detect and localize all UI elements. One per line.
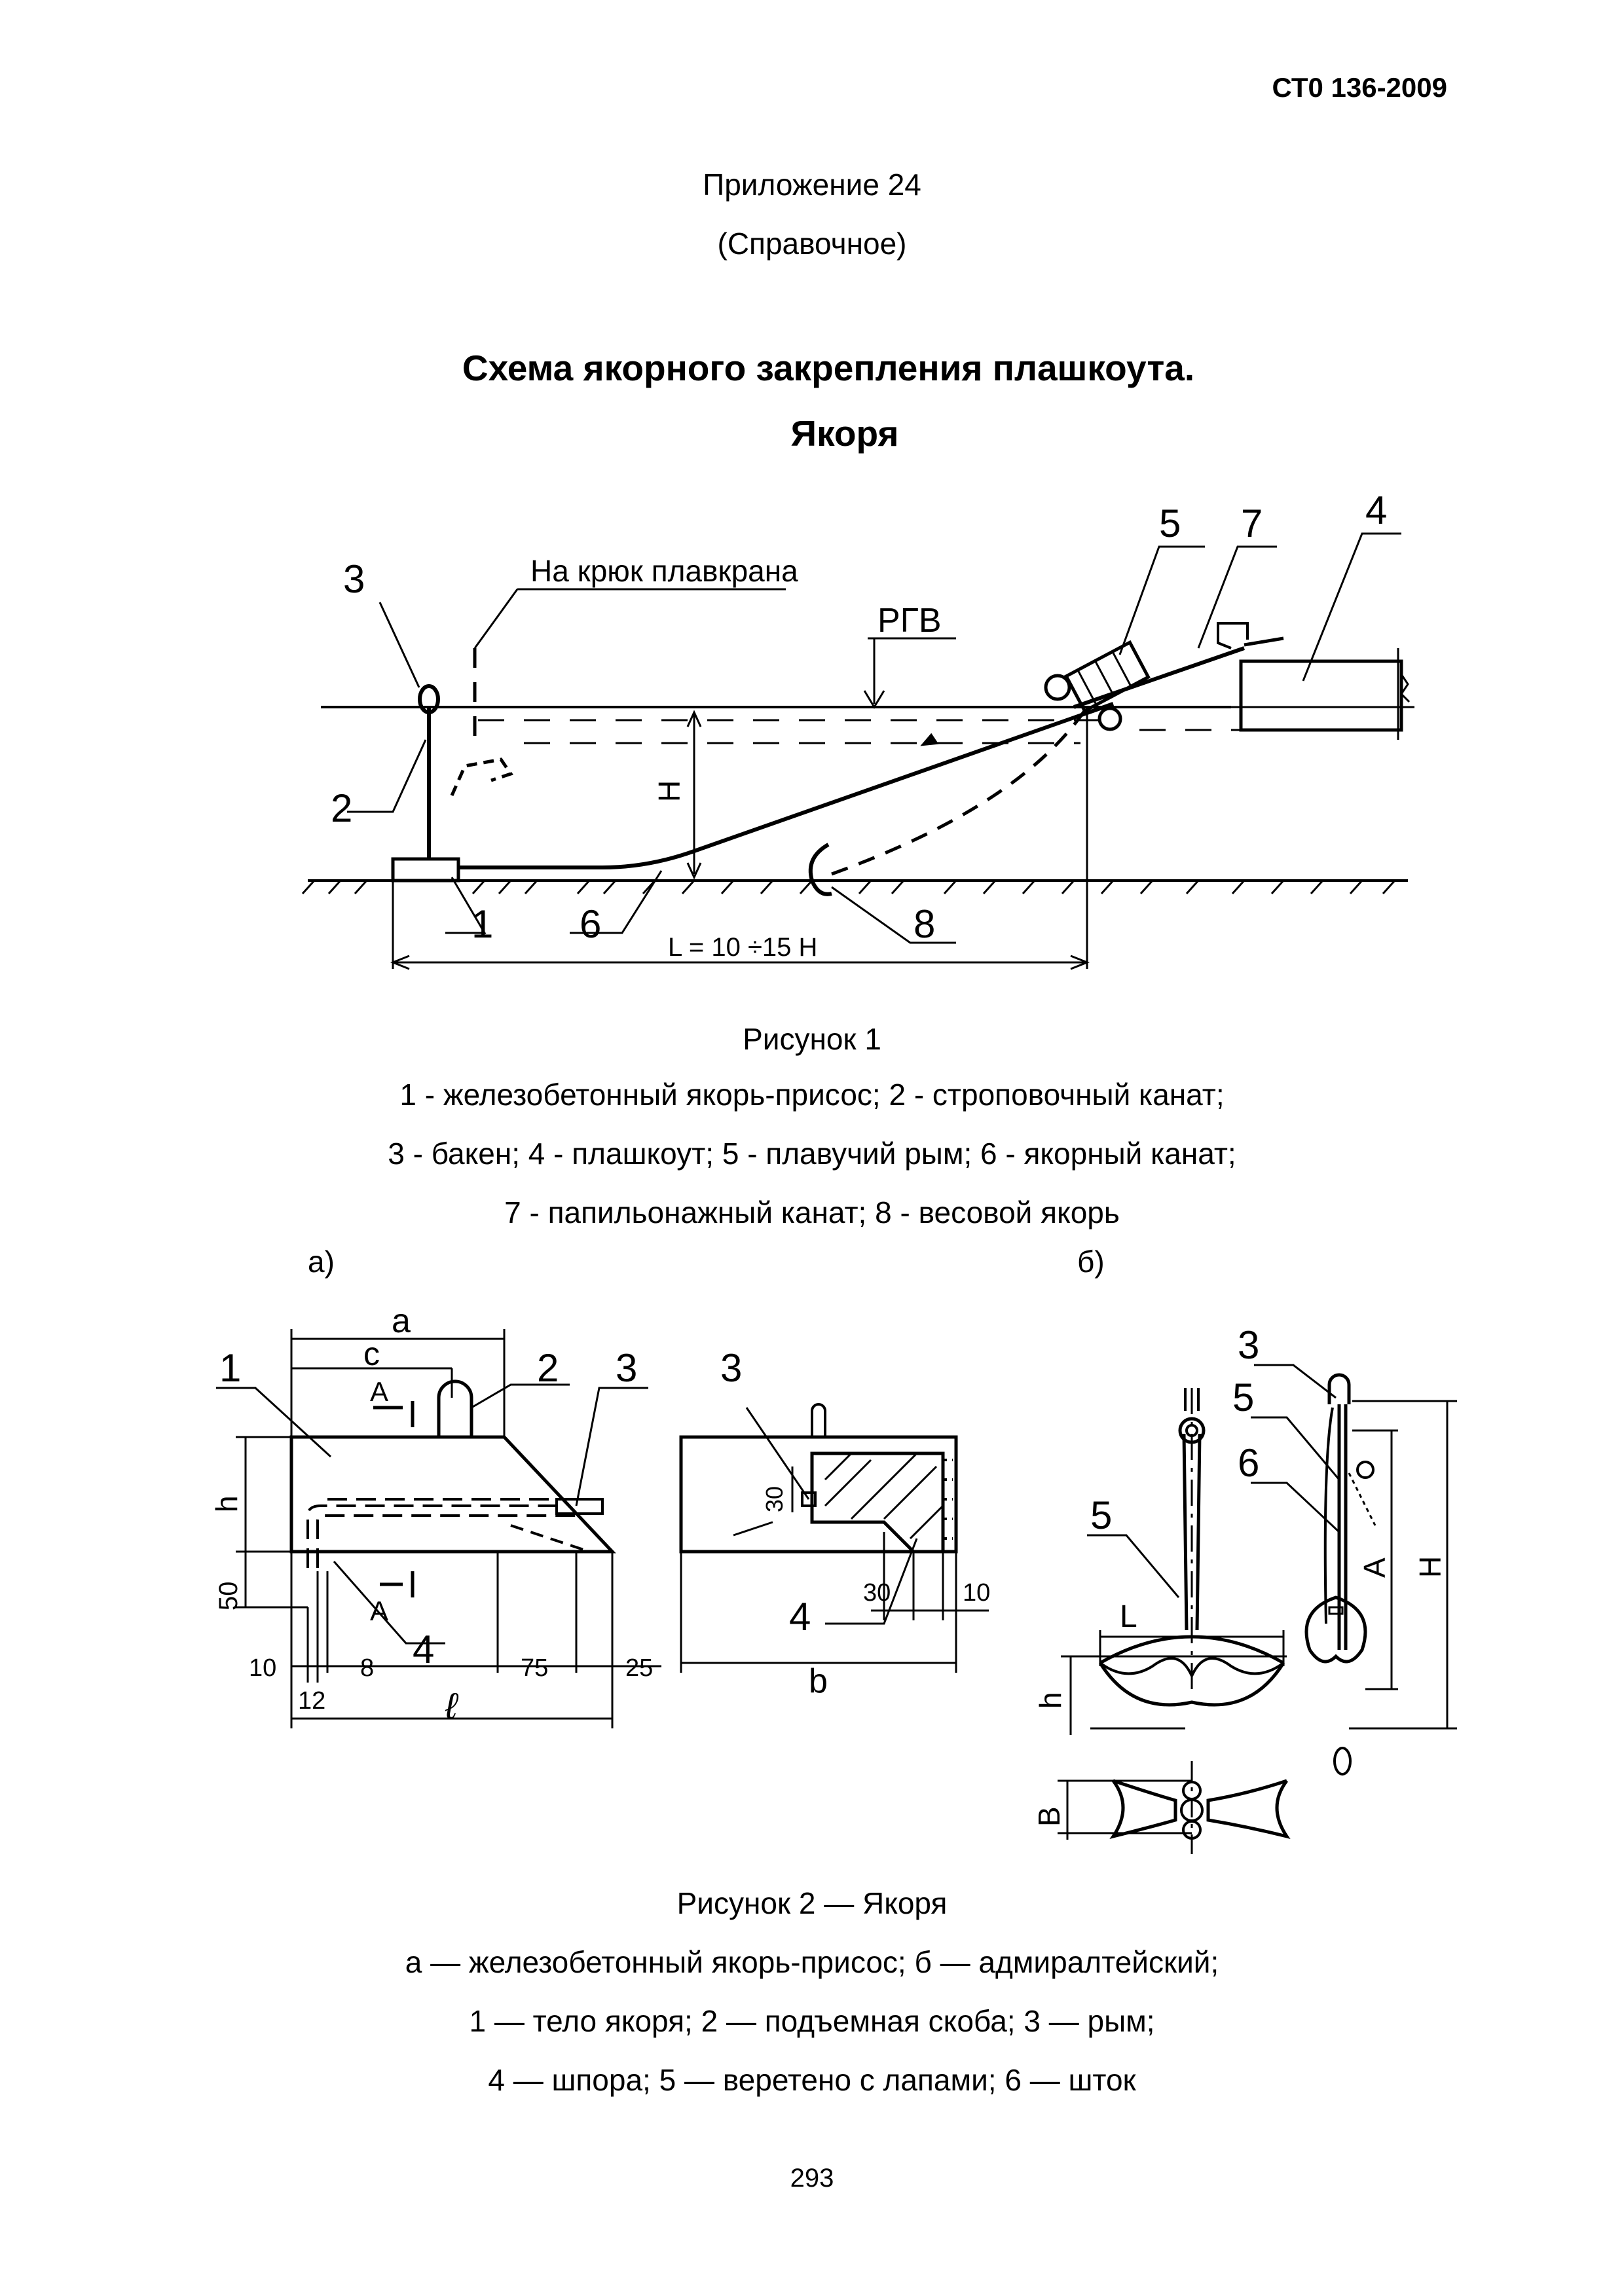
heading-line-2: Якоря	[790, 413, 899, 454]
fig2b-dim-A: A	[1357, 1558, 1392, 1578]
fig2b-dim-H: H	[1413, 1556, 1447, 1578]
fig2a-label-4: 4	[413, 1628, 434, 1671]
fig1-label-2: 2	[331, 786, 352, 830]
fig2a-dim-25: 25	[625, 1654, 653, 1682]
appendix-subtitle: (Справочное)	[717, 227, 907, 261]
fig2b-label-3: 3	[1238, 1323, 1259, 1367]
figure-1-anchor-scheme: 3 2 1 6 8 5 7 4 На крюк плавкрана РГВ Н …	[301, 488, 1414, 970]
appendix-title: Приложение 24	[703, 168, 921, 202]
figure-1-legend-line: 3 - бакен; 4 - плашкоут; 5 - плавучий ры…	[388, 1137, 1236, 1171]
fig1-label-4: 4	[1365, 488, 1387, 532]
fig2a-dim-l: ℓ	[445, 1685, 459, 1726]
fig2b-dim-h: h	[1033, 1692, 1067, 1709]
fig1-label-7: 7	[1241, 501, 1263, 545]
fig2a-section-dim-10: 10	[963, 1579, 990, 1607]
fig2a-section-label-4: 4	[789, 1595, 811, 1639]
fig2a-dim-c: c	[363, 1336, 380, 1372]
fig2b-label-5-front: 5	[1090, 1493, 1112, 1537]
fig1-hook-label: На крюк плавкрана	[530, 554, 798, 588]
fig2a-section-a-top: A	[370, 1376, 388, 1407]
fig2a-section-a-bottom: A	[370, 1595, 388, 1626]
figure-2-part-a-label: а)	[308, 1245, 335, 1279]
fig1-rgv-label: РГВ	[877, 602, 942, 640]
figure-1-legend-line: 1 - железобетонный якорь-присос; 2 - стр…	[399, 1078, 1225, 1112]
fig2a-section-dim-30: 30	[761, 1486, 788, 1512]
figure-1-caption: Рисунок 1	[743, 1022, 881, 1056]
fig2a-dim-h: h	[210, 1495, 244, 1512]
fig2a-label-1: 1	[219, 1346, 241, 1390]
fig2a-dim-10: 10	[249, 1654, 276, 1682]
fig2a-dim-75: 75	[521, 1654, 548, 1682]
fig2a-section-label-3: 3	[720, 1346, 742, 1390]
fig2a-section-dim-30b: 30	[863, 1579, 891, 1607]
fig1-label-6: 6	[580, 902, 601, 946]
fig1-label-3: 3	[343, 557, 365, 601]
figure-2-anchors: a c A A h 50 10 12 8 75 25 ℓ 1 2 3 4 3 3…	[210, 1302, 1457, 1859]
fig2a-section-dim-b: b	[809, 1662, 828, 1700]
fig2a-dim-12: 12	[298, 1687, 325, 1715]
figure-2-legend-line: 4 — шпора; 5 — веретено с лапами; 6 — шт…	[488, 2063, 1136, 2097]
figure-1-legend-line: 7 - папильонажный канат; 8 - весовой яко…	[504, 1195, 1120, 1230]
fig2a-dim-50: 50	[214, 1582, 243, 1611]
fig1-h-label: Н	[652, 780, 686, 802]
fig2a-dim-a: a	[392, 1302, 411, 1340]
figure-2-part-b-label: б)	[1077, 1245, 1105, 1279]
fig2b-dim-L: L	[1120, 1599, 1137, 1634]
heading-line-1: Схема якорного закрепления плашкоута.	[462, 348, 1195, 388]
fig2a-label-2: 2	[537, 1346, 559, 1390]
fig2a-dim-8: 8	[360, 1654, 374, 1682]
page-number: 293	[790, 2164, 834, 2193]
document-code: СТ0 136-2009	[1272, 72, 1447, 103]
figure-2-legend-line: 1 — тело якоря; 2 — подъемная скоба; 3 —…	[469, 2004, 1155, 2038]
figure-2-legend-line: а — железобетонный якорь-присос; б — адм…	[405, 1945, 1219, 1979]
fig2b-label-6: 6	[1238, 1441, 1259, 1485]
fig1-label-8: 8	[913, 902, 935, 946]
fig1-label-5: 5	[1159, 501, 1181, 545]
fig2b-dim-B: B	[1032, 1806, 1066, 1827]
fig1-label-1: 1	[471, 902, 493, 946]
fig1-length-label: L = 10 ÷15 Н	[668, 933, 817, 962]
fig2a-label-3: 3	[616, 1346, 637, 1390]
figure-2-caption: Рисунок 2 — Якоря	[676, 1886, 948, 1920]
fig2b-label-5-side: 5	[1232, 1376, 1254, 1419]
